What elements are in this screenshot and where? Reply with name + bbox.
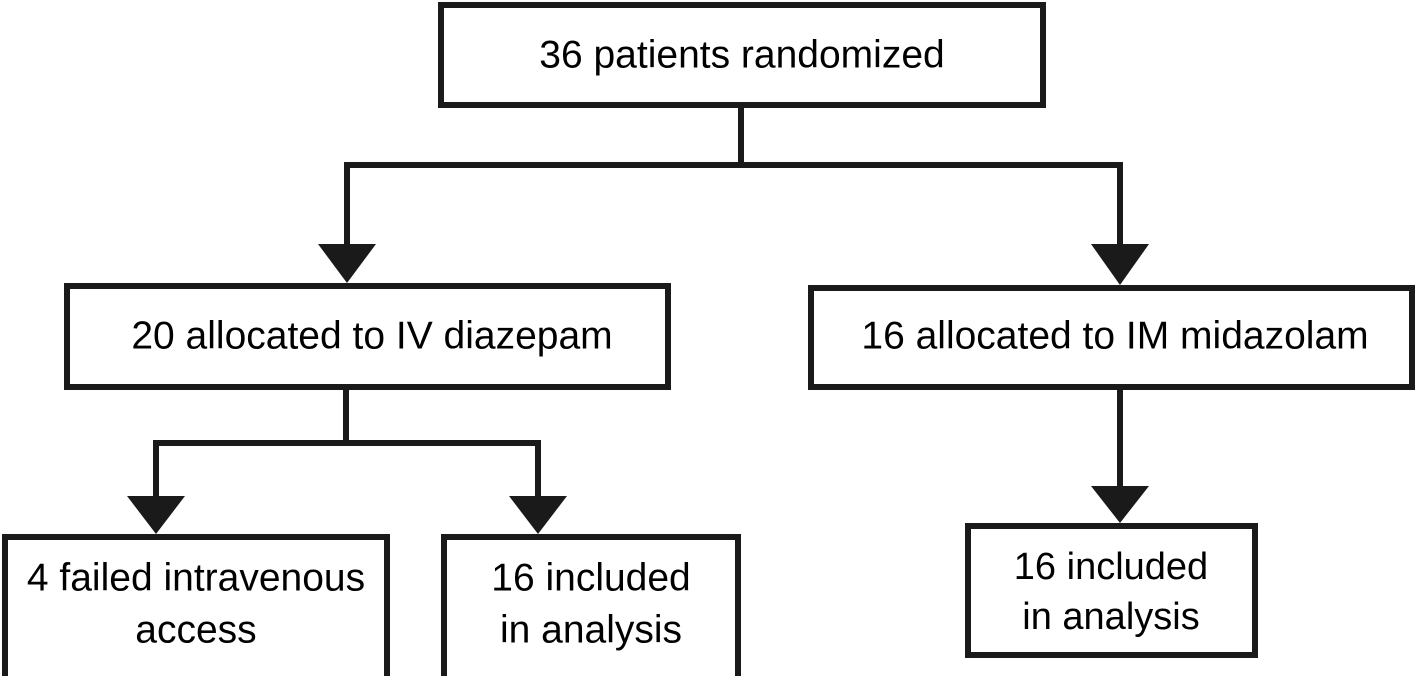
node-label-line-1: 4 failed intravenous xyxy=(27,556,365,599)
arrowhead-icon xyxy=(127,496,185,534)
edge-iv-to-included xyxy=(346,440,567,534)
edge-path xyxy=(153,390,349,500)
node-label-line-2: in analysis xyxy=(1022,596,1199,638)
node-label-line-1: 36 patients randomized xyxy=(539,33,944,76)
node-included-midazolam[interactable]: 16 included in analysis xyxy=(965,523,1258,658)
node-label-line-1: 20 allocated to IV diazepam xyxy=(131,314,612,357)
node-label-line-2: in analysis xyxy=(500,608,682,651)
node-label-line-1: 16 allocated to IM midazolam xyxy=(861,314,1368,357)
node-box xyxy=(808,285,1415,390)
node-label-line-1: 16 included xyxy=(1014,546,1208,588)
edge-im-to-included xyxy=(1091,390,1149,523)
node-box xyxy=(438,2,1046,108)
node-iv-diazepam[interactable]: 20 allocated to IV diazepam xyxy=(64,283,671,390)
node-label-line-1: 16 included xyxy=(491,556,691,599)
node-box xyxy=(965,523,1258,658)
edge-iv-to-failed xyxy=(127,390,349,534)
node-included-diazepam[interactable]: 16 included in analysis xyxy=(441,534,741,676)
arrowhead-icon xyxy=(318,244,376,283)
edge-randomized-to-iv xyxy=(318,108,744,283)
node-failed-access[interactable]: 4 failed intravenous access xyxy=(2,534,390,676)
arrowhead-icon xyxy=(1091,486,1149,523)
node-box xyxy=(441,534,741,676)
edge-path xyxy=(741,162,1123,248)
node-im-midazolam[interactable]: 16 allocated to IM midazolam xyxy=(808,285,1415,390)
node-randomized[interactable]: 36 patients randomized xyxy=(438,2,1046,108)
arrowhead-icon xyxy=(1091,244,1149,285)
edge-path xyxy=(346,440,541,500)
node-box xyxy=(64,283,671,390)
edge-randomized-to-im xyxy=(741,162,1149,285)
edge-path xyxy=(344,108,744,248)
arrowhead-icon xyxy=(509,496,567,534)
node-label-line-2: access xyxy=(135,608,256,651)
node-box xyxy=(2,534,390,676)
